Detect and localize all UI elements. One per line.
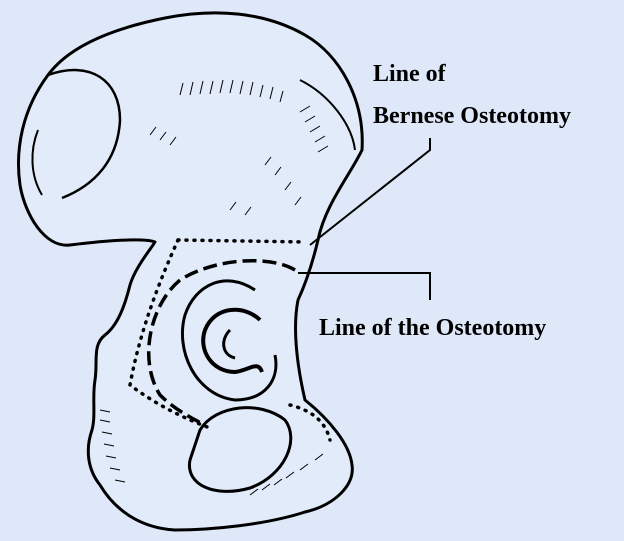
bernese-label-line1: Line of <box>373 62 446 86</box>
osteotomy-leader-line <box>298 273 430 300</box>
osteotomy-label: Line of the Osteotomy <box>319 316 546 340</box>
hip-bone-outline <box>18 13 362 530</box>
bernese-label-line2: Bernese Osteotomy <box>373 104 571 128</box>
